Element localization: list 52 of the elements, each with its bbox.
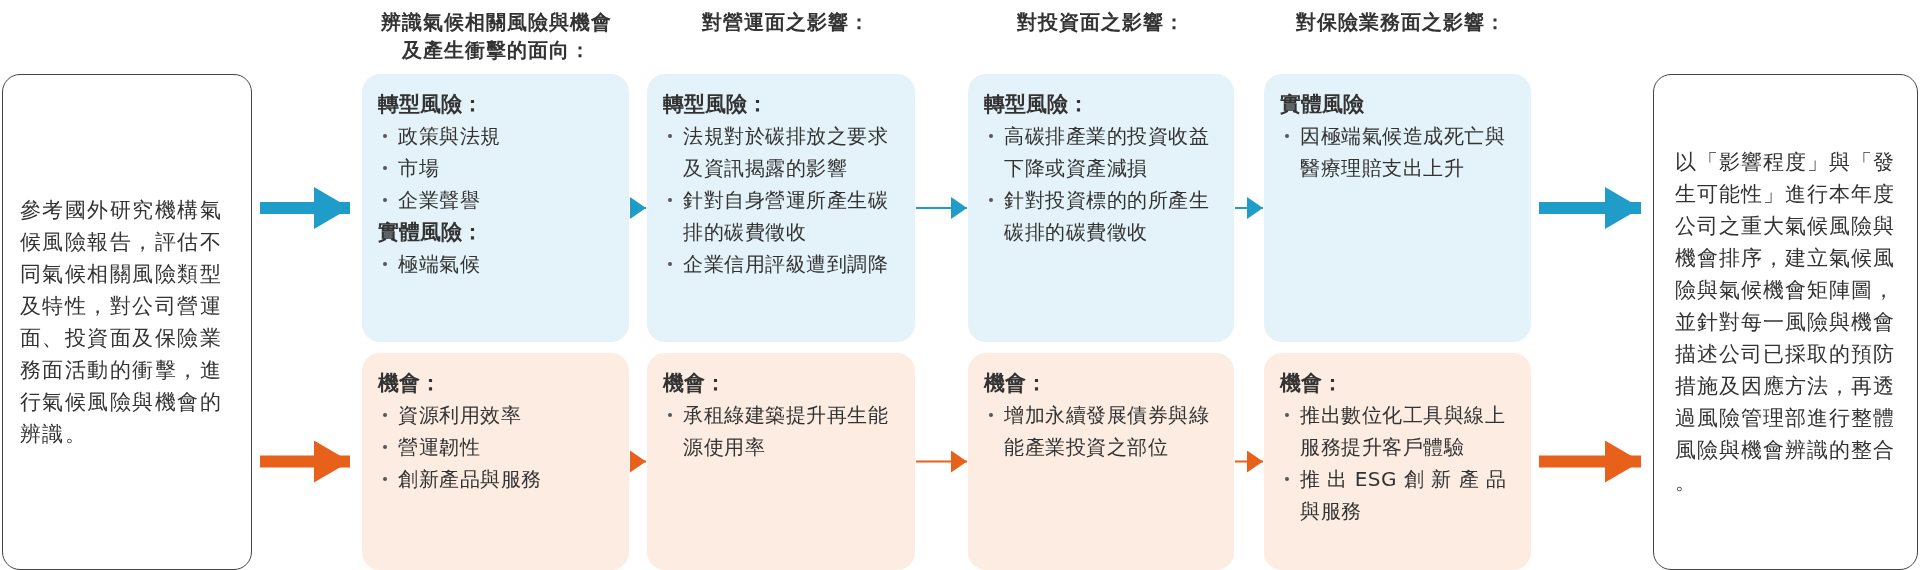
list-item-text: 創新產品與服務 <box>398 466 543 493</box>
list-item-text: 推 出 ESG 創 新 產 品與服務 <box>1300 466 1508 525</box>
list-item-text: 推出數位化工具與線上服務提升客戶體驗 <box>1300 402 1506 461</box>
category-heading: 轉型風險： <box>663 91 768 118</box>
risk-card <box>362 74 629 342</box>
category-heading: 實體風險： <box>378 219 483 246</box>
list-item-text: 針對自身營運所產生碳排的碳費徵收 <box>683 187 889 246</box>
category-heading: 機會： <box>1280 370 1343 397</box>
list-item-text: 資源利用效率 <box>398 402 522 429</box>
category-heading: 機會： <box>663 370 726 397</box>
list-item-text: 政策與法規 <box>398 123 502 150</box>
arrow <box>1234 197 1264 219</box>
arrow <box>629 197 647 219</box>
opportunity-card <box>1264 353 1531 570</box>
list-item-text: 極端氣候 <box>398 251 481 278</box>
opportunity-card <box>968 353 1234 570</box>
list-item-text: 因極端氣候造成死亡與醫療理賠支出上升 <box>1300 123 1506 182</box>
risk-card <box>968 74 1234 342</box>
column-heading: 對保險業務面之影響： <box>1295 9 1507 36</box>
risk-card <box>647 74 915 342</box>
arrow <box>260 187 350 229</box>
column-heading: 對投資面之影響： <box>1016 9 1186 36</box>
opportunity-card <box>362 353 629 570</box>
arrow <box>915 450 968 473</box>
description-box <box>1653 74 1918 570</box>
column-heading: 對營運面之影響： <box>701 9 871 36</box>
description-box <box>2 74 252 570</box>
category-heading: 轉型風險： <box>984 91 1089 118</box>
arrow <box>1539 440 1641 483</box>
arrow <box>629 450 647 473</box>
list-item-text: 法規對於碳排放之要求及資訊揭露的影響 <box>683 123 889 182</box>
opportunity-card <box>647 353 915 570</box>
description-text: 以「影響程度」與「發生可能性」進行本年度公司之重大氣候風險與機會排序，建立氣候風險與氣候機會矩陣圖，並針對每一風險與機會描述公司已採取的預防措施及因應方法，再透過風險管理部進行整體風險與機會辨識的整合。 <box>1674 149 1896 496</box>
list-item-text: 針對投資標的的所產生碳排的碳費徵收 <box>1004 187 1210 246</box>
arrow <box>1234 450 1264 473</box>
category-heading: 機會： <box>378 370 441 397</box>
list-item-text: 承租綠建築提升再生能源使用率 <box>683 402 889 461</box>
description-text: 參考國外研究機構氣候風險報告，評估不同氣候相關風險類型及特性，對公司營運面、投資面及保險業務面活動的衝擊，進行氣候風險與機會的辨識。 <box>19 197 223 448</box>
risk-card <box>1264 74 1531 342</box>
category-heading: 轉型風險： <box>378 91 483 118</box>
arrow <box>1539 187 1641 229</box>
list-item-text: 企業信用評級遭到調降 <box>683 251 889 278</box>
column-heading: 辨識氣候相關風險與機會及產生衝擊的面向： <box>379 9 613 64</box>
category-heading: 實體風險 <box>1280 91 1364 118</box>
category-heading: 機會： <box>984 370 1047 397</box>
list-item-text: 營運韌性 <box>398 434 481 461</box>
list-item-text: 高碳排產業的投資收益下降或資產減損 <box>1004 123 1210 182</box>
list-item-text: 市場 <box>398 155 440 182</box>
list-item-text: 增加永續發展債券與綠能產業投資之部位 <box>1004 402 1210 461</box>
arrow <box>915 197 968 219</box>
list-item-text: 企業聲譽 <box>398 187 481 214</box>
arrow <box>260 440 350 483</box>
